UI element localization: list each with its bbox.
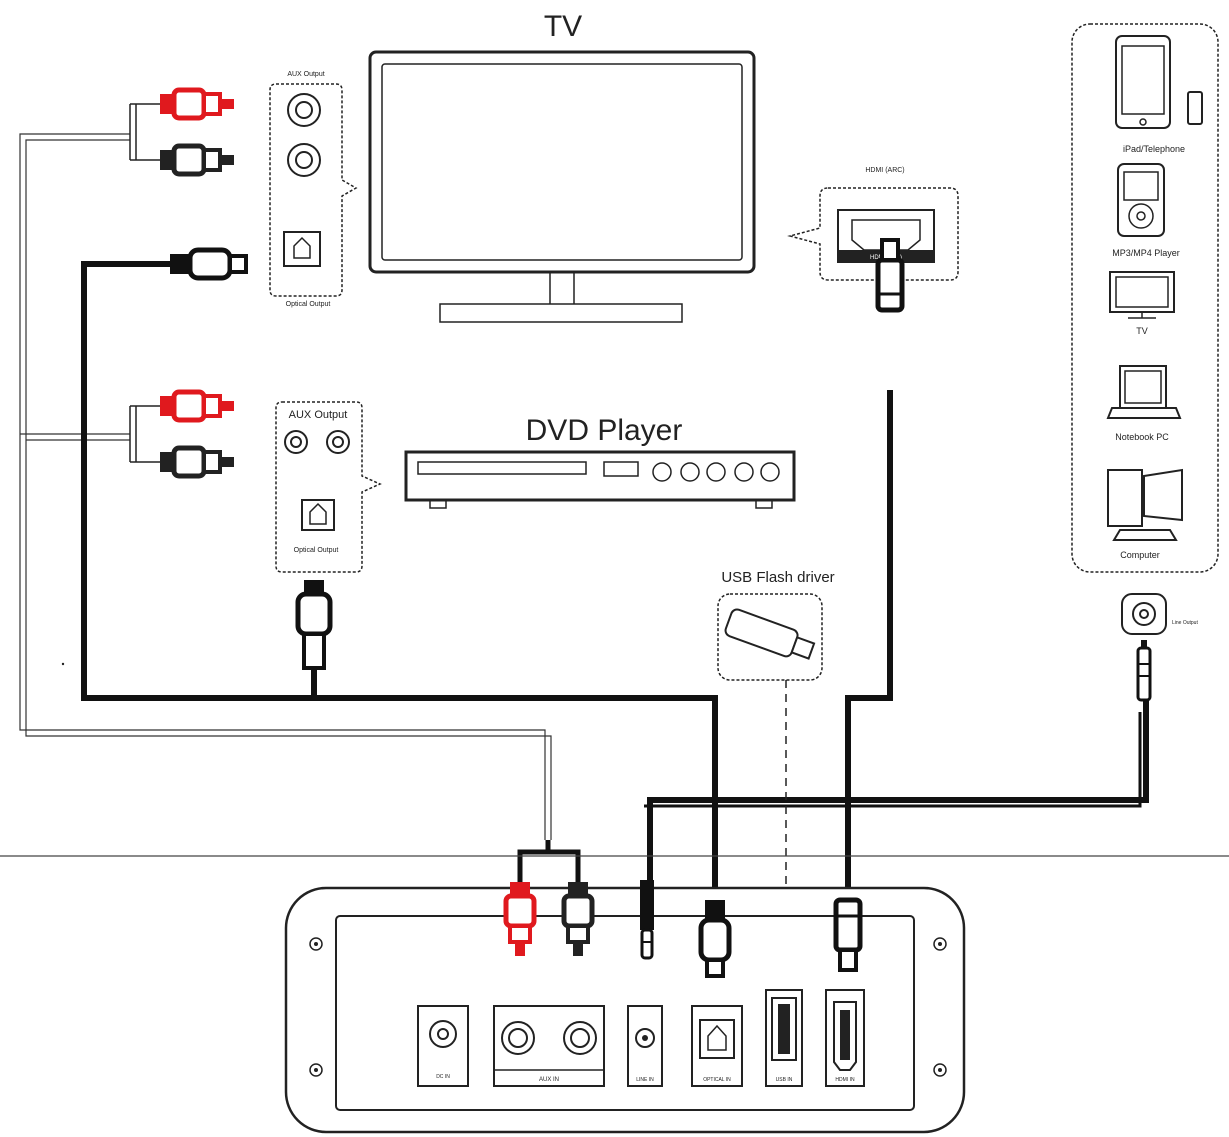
source-label-2: TV — [1136, 326, 1148, 336]
tv-hdmi-plug-icon — [878, 240, 902, 310]
tv-optical-port-icon — [283, 231, 321, 267]
desktop-computer-icon — [1107, 468, 1183, 541]
tv-hdmi-arc-panel: HDMI (ARC) HDMI(ARC) — [787, 167, 959, 281]
dvd-aux-plugs — [160, 392, 234, 476]
mp3-player-icon — [1117, 163, 1165, 237]
dvd-player-label: DVD Player — [526, 414, 683, 447]
svg-text:OPTICAL IN: OPTICAL IN — [703, 1077, 731, 1083]
aux-cable-tv — [19, 133, 546, 840]
source-label-3: Notebook PC — [1115, 432, 1169, 442]
soundbar-optical-plug-icon — [701, 900, 729, 976]
usb-flash-driver-label: USB Flash driver — [721, 569, 834, 586]
port-usb-in: USB IN — [765, 989, 803, 1087]
dvd-output-panel: AUX Output Optical Output — [275, 401, 382, 573]
optical-plug-icon — [170, 247, 248, 281]
source-label-4: Computer — [1120, 550, 1160, 560]
usb-flash-device: USB Flash driver — [717, 569, 835, 681]
soundbar-plugs — [506, 880, 860, 976]
rca-red-plug-icon — [160, 90, 234, 118]
aux-cable-tv-inner — [25, 139, 552, 840]
tv-label: TV — [544, 10, 582, 43]
dvd-optical-output-label: Optical Output — [294, 547, 339, 554]
cables — [19, 103, 1149, 990]
tv-aux-plugs — [160, 90, 248, 281]
tv-optical-output-label: Optical Output — [286, 301, 331, 308]
rca-pair-port-icon — [501, 1021, 597, 1055]
phone-tablet-icon — [1115, 35, 1203, 129]
tv-stand — [439, 272, 683, 323]
svg-text:DC IN: DC IN — [436, 1074, 450, 1080]
dvd-aux-output-label: AUX Output — [289, 409, 348, 421]
hdmi-cable — [845, 390, 893, 900]
aux-split-dvd — [129, 406, 137, 462]
dvd-device: DVD Player AUX Output Optical Output — [275, 401, 796, 573]
soundbar-35mm-plug-icon — [640, 880, 654, 960]
rca-white-plug-icon — [160, 448, 234, 476]
rca-white-plug-icon — [160, 146, 234, 174]
line-in-cable — [647, 700, 1149, 880]
dvd-optical-port-icon — [301, 499, 335, 531]
line-output-jack-icon — [1121, 593, 1167, 635]
svg-text:HDMI IN: HDMI IN — [835, 1077, 855, 1083]
dvd-aux-jack-icon — [284, 430, 350, 454]
dvd-optical-plug-icon — [295, 580, 333, 670]
soundbar-hdmi-plug-icon — [836, 900, 860, 970]
source-label-1: MP3/MP4 Player — [1112, 248, 1180, 258]
port-aux-in: AUX IN — [493, 1005, 605, 1087]
svg-text:USB IN: USB IN — [776, 1077, 793, 1083]
source-devices-panel: iPad/Telephone MP3/MP4 Player TV Noteboo… — [1071, 23, 1219, 702]
tv-aux-jack-icon — [287, 93, 321, 177]
hdmi-arc-label: HDMI (ARC) — [865, 167, 904, 174]
aux-split-tv — [129, 104, 137, 160]
tv-icon — [1109, 271, 1175, 319]
usb-stick-icon — [724, 608, 816, 660]
optical-port-icon — [699, 1019, 735, 1059]
port-line-in: LINE IN — [627, 1005, 663, 1087]
laptop-icon — [1106, 365, 1182, 419]
svg-text:AUX IN: AUX IN — [539, 1077, 559, 1083]
rca-red-plug-icon — [160, 392, 234, 420]
tv-aux-output-label: AUX Output — [287, 71, 324, 78]
port-optical-in: OPTICAL IN — [691, 1005, 743, 1087]
soundbar-panel: DC IN AUX IN LINE IN OPTICAL IN — [284, 886, 966, 1134]
source-label-0: iPad/Telephone — [1123, 144, 1185, 154]
port-dc-in: DC IN — [417, 1005, 469, 1087]
screw-icons — [309, 937, 947, 1077]
tv-output-panel: AUX Output Optical Output — [269, 71, 358, 308]
port-hdmi-in: HDMI IN — [825, 989, 865, 1087]
tv-device: TV AUX Output Optical Output HDMI (ARC) — [269, 10, 959, 323]
svg-text:LINE IN: LINE IN — [636, 1077, 654, 1083]
optical-cable — [81, 261, 718, 900]
line-output-label: Line Output — [1172, 620, 1198, 626]
aux-35mm-plug-icon — [1136, 640, 1152, 702]
